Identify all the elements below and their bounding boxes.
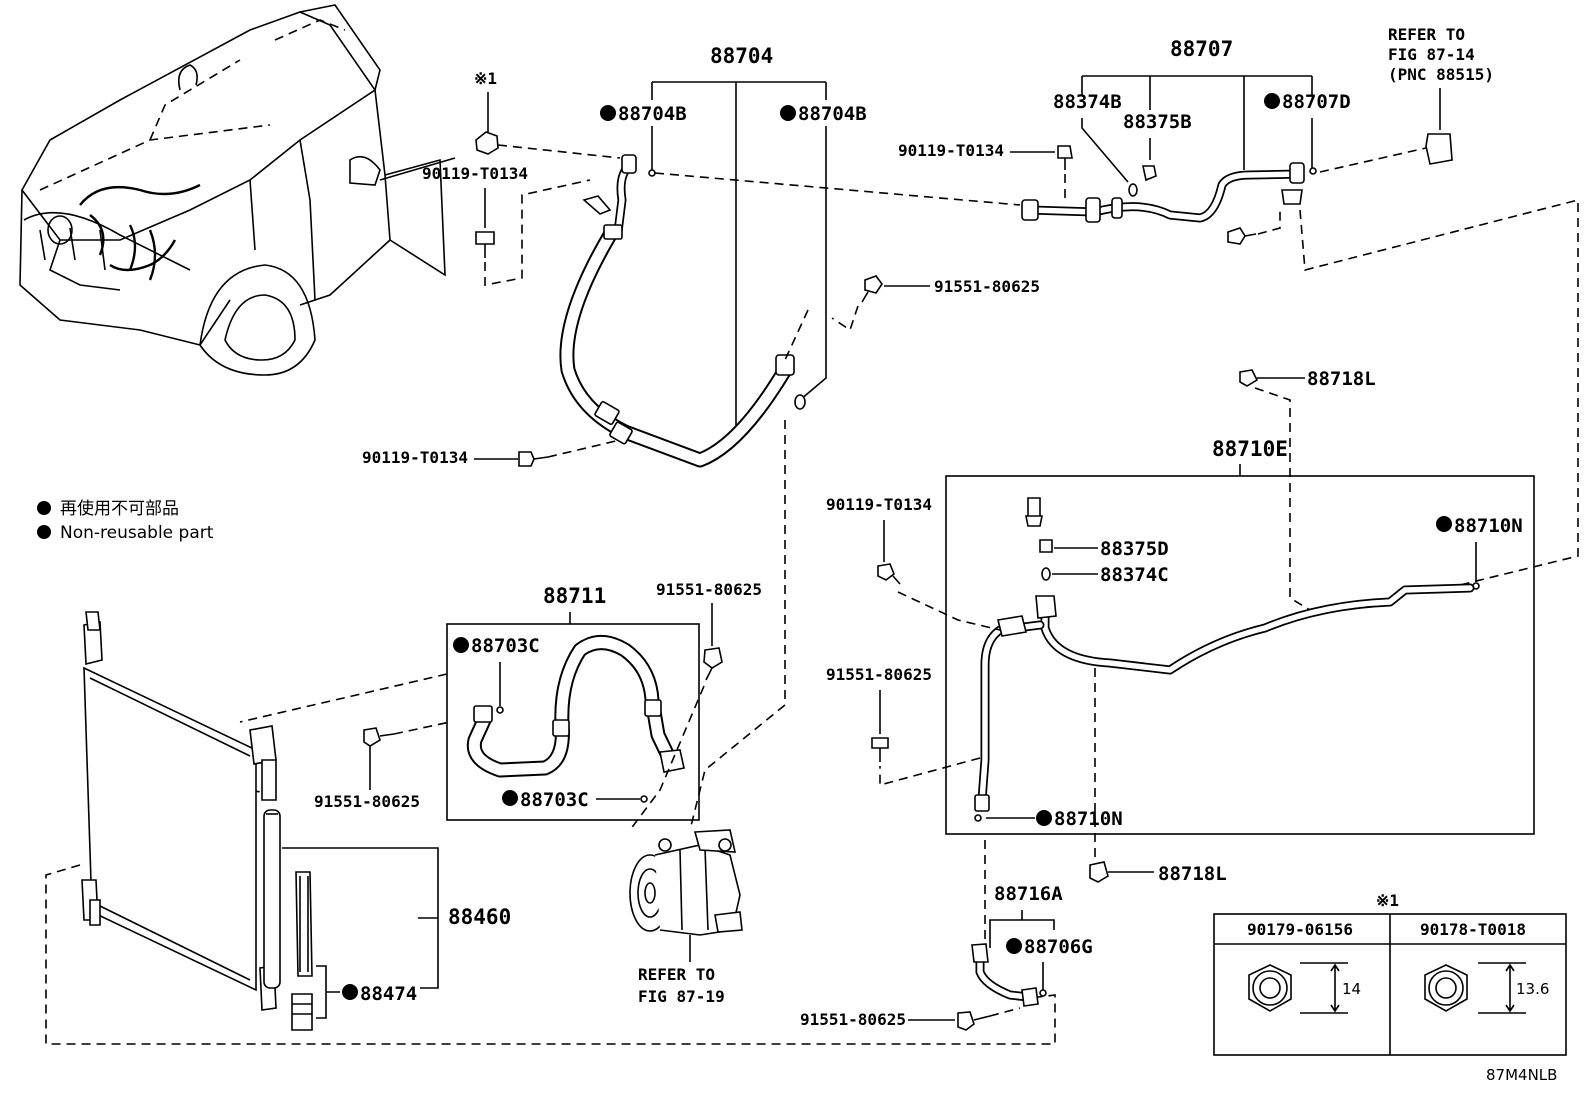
pipe-88716a-group: 88716A 88706G xyxy=(971,883,1093,1007)
table-col2-dimension: 13.6 xyxy=(1516,980,1549,998)
legend-jp-text: 再使用不可部品 xyxy=(60,498,179,519)
label-88710n-b: 88710N xyxy=(1054,808,1123,830)
label-88703c-a: 88703C xyxy=(471,635,540,657)
ref-fig-87-19-line1: REFER TO xyxy=(638,965,715,984)
label-91551-e: 91551-80625 xyxy=(800,1010,906,1029)
table-note-marker: ※1 xyxy=(1376,891,1399,910)
ref-fig-87-19-line2: FIG 87-19 xyxy=(638,987,725,1006)
label-88703c-b: 88703C xyxy=(520,789,589,811)
expansion-valve-icon xyxy=(1425,133,1453,165)
condenser-icon xyxy=(81,611,313,1031)
label-88374c: 88374C xyxy=(1100,564,1169,586)
label-88375b: 88375B xyxy=(1123,111,1192,133)
label-88375d: 88375D xyxy=(1100,538,1169,560)
label-91551-b: 91551-80625 xyxy=(314,792,420,811)
table-col1-dimension: 14 xyxy=(1342,980,1361,998)
label-88374b: 88374B xyxy=(1053,91,1122,113)
ref-fig-87-14-line3: (PNC 88515) xyxy=(1388,65,1494,84)
label-88704b-left: 88704B xyxy=(618,103,687,125)
nut-icon xyxy=(475,131,499,155)
label-91551-c: 91551-80625 xyxy=(826,665,932,684)
label-91551-d: 91551-80625 xyxy=(656,580,762,599)
ref-fig-87-14-line1: REFER TO xyxy=(1388,25,1465,44)
vehicle-illustration xyxy=(19,4,446,376)
label-88716a: 88716A xyxy=(994,883,1063,905)
label-88718l-a: 88718L xyxy=(1307,368,1376,390)
label-90119-a: 90119-T0134 xyxy=(422,164,528,183)
nut-spec-table: ※1 90179-06156 90178-T0018 14 13.6 xyxy=(1213,891,1567,1056)
label-88460: 88460 xyxy=(448,905,511,929)
hose-88704-group: 88704 88704B 88704B xyxy=(559,44,867,468)
table-col1-part: 90179-06156 xyxy=(1247,920,1353,939)
table-col2-part: 90178-T0018 xyxy=(1420,920,1526,939)
ref-fig-87-14-line2: FIG 87-14 xyxy=(1388,45,1475,64)
label-88707d: 88707D xyxy=(1282,91,1351,113)
hose-88711-group: 88711 88703C 88703C xyxy=(446,584,700,821)
label-88706g: 88706G xyxy=(1024,936,1093,958)
label-88707: 88707 xyxy=(1170,37,1233,61)
legend: 再使用不可部品 Non-reusable part xyxy=(37,498,214,543)
label-90119-b: 90119-T0134 xyxy=(898,141,1004,160)
label-88474: 88474 xyxy=(360,983,417,1005)
label-88704: 88704 xyxy=(710,44,773,68)
legend-en-text: Non-reusable part xyxy=(60,523,214,543)
label-88710e: 88710E xyxy=(1212,437,1288,461)
label-88710n-a: 88710N xyxy=(1454,515,1523,537)
diagram-code: 87M4NLB xyxy=(1486,1066,1557,1084)
note-marker-1: ※1 xyxy=(474,69,497,88)
label-88711: 88711 xyxy=(543,584,606,608)
label-90119-c: 90119-T0134 xyxy=(362,448,468,467)
pipe-88710e-group: 88710E 88710N 88375D 88374C 88710N xyxy=(945,437,1535,835)
nut-90179-icon xyxy=(1248,964,1292,1012)
label-88718l-b: 88718L xyxy=(1158,863,1227,885)
pipe-88707-group: 88707 88374B 88375B 88707D xyxy=(1021,37,1351,223)
label-91551-a: 91551-80625 xyxy=(934,277,1040,296)
label-88704b-right: 88704B xyxy=(798,103,867,125)
label-90119-d: 90119-T0134 xyxy=(826,495,932,514)
nut-90178-icon xyxy=(1424,964,1468,1012)
compressor-icon xyxy=(629,829,743,936)
